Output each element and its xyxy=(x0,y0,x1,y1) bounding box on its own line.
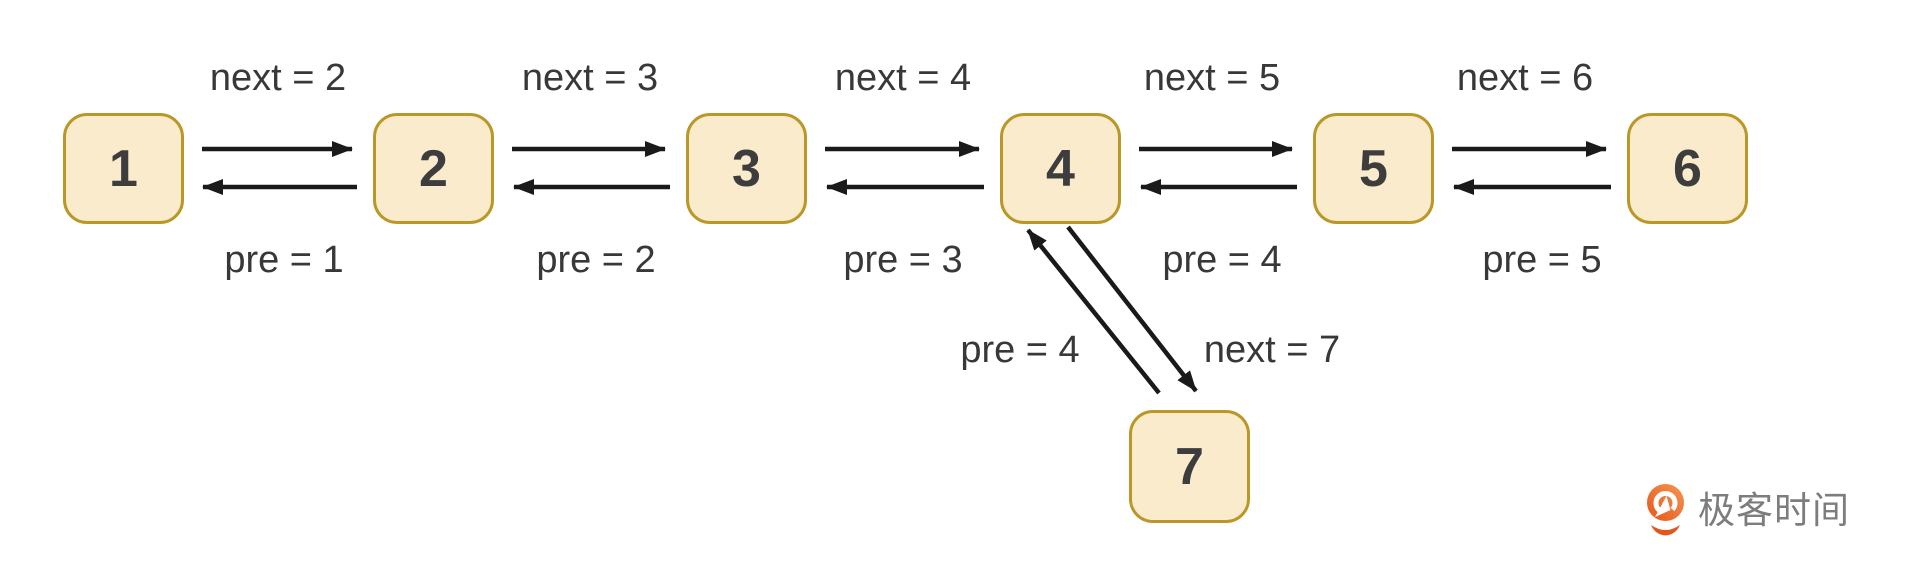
label-next-4: next = 4 xyxy=(834,57,972,99)
label-next-6: next = 6 xyxy=(1456,57,1594,99)
label-insert-pre-4: pre = 4 xyxy=(960,329,1080,371)
node-1: 1 xyxy=(63,113,184,224)
node-6-value: 6 xyxy=(1673,139,1702,198)
label-next-5: next = 5 xyxy=(1143,57,1281,99)
node-7-value: 7 xyxy=(1175,437,1204,496)
node-7: 7 xyxy=(1129,410,1250,523)
geektime-logo-text: 极客时间 xyxy=(1698,490,1850,531)
label-pre-5: pre = 5 xyxy=(1482,239,1602,281)
node-6: 6 xyxy=(1627,113,1748,224)
label-next-3: next = 3 xyxy=(521,57,659,99)
node-5-value: 5 xyxy=(1359,139,1388,198)
label-pre-1: pre = 1 xyxy=(224,239,344,281)
label-pre-2: pre = 2 xyxy=(536,239,656,281)
label-next-2: next = 2 xyxy=(209,57,347,99)
node-2: 2 xyxy=(373,113,494,224)
node-1-value: 1 xyxy=(109,139,138,198)
node-4: 4 xyxy=(1000,113,1121,224)
node-4-value: 4 xyxy=(1046,139,1075,198)
geektime-logo: 极客时间 xyxy=(1646,483,1850,538)
label-insert-next-7: next = 7 xyxy=(1203,329,1341,371)
node-3-value: 3 xyxy=(732,139,761,198)
node-2-value: 2 xyxy=(419,139,448,198)
label-pre-4: pre = 4 xyxy=(1162,239,1282,281)
label-pre-3: pre = 3 xyxy=(843,239,963,281)
node-3: 3 xyxy=(686,113,807,224)
node-5: 5 xyxy=(1313,113,1434,224)
geektime-logo-icon xyxy=(1647,484,1684,536)
